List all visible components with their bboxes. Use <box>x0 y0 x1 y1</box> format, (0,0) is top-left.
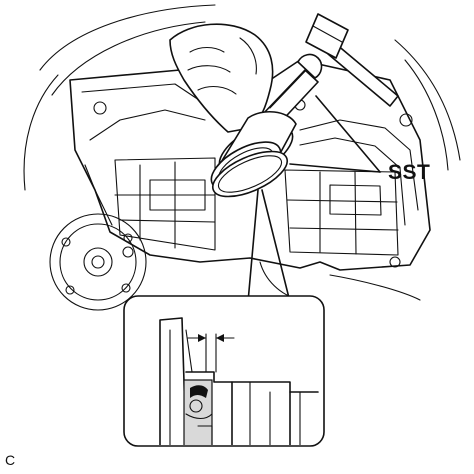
hammer <box>305 13 399 107</box>
detail-callout-leader <box>247 189 291 303</box>
figure-code: C <box>5 452 16 468</box>
detail-view <box>123 295 325 447</box>
lower-left-flange <box>49 213 147 311</box>
sst-leader-lines <box>289 95 381 173</box>
housing-outline-arcs <box>23 4 461 191</box>
sst-callout-label: SST <box>388 161 431 184</box>
technician-hand <box>169 23 274 133</box>
sst-installer <box>210 53 323 198</box>
